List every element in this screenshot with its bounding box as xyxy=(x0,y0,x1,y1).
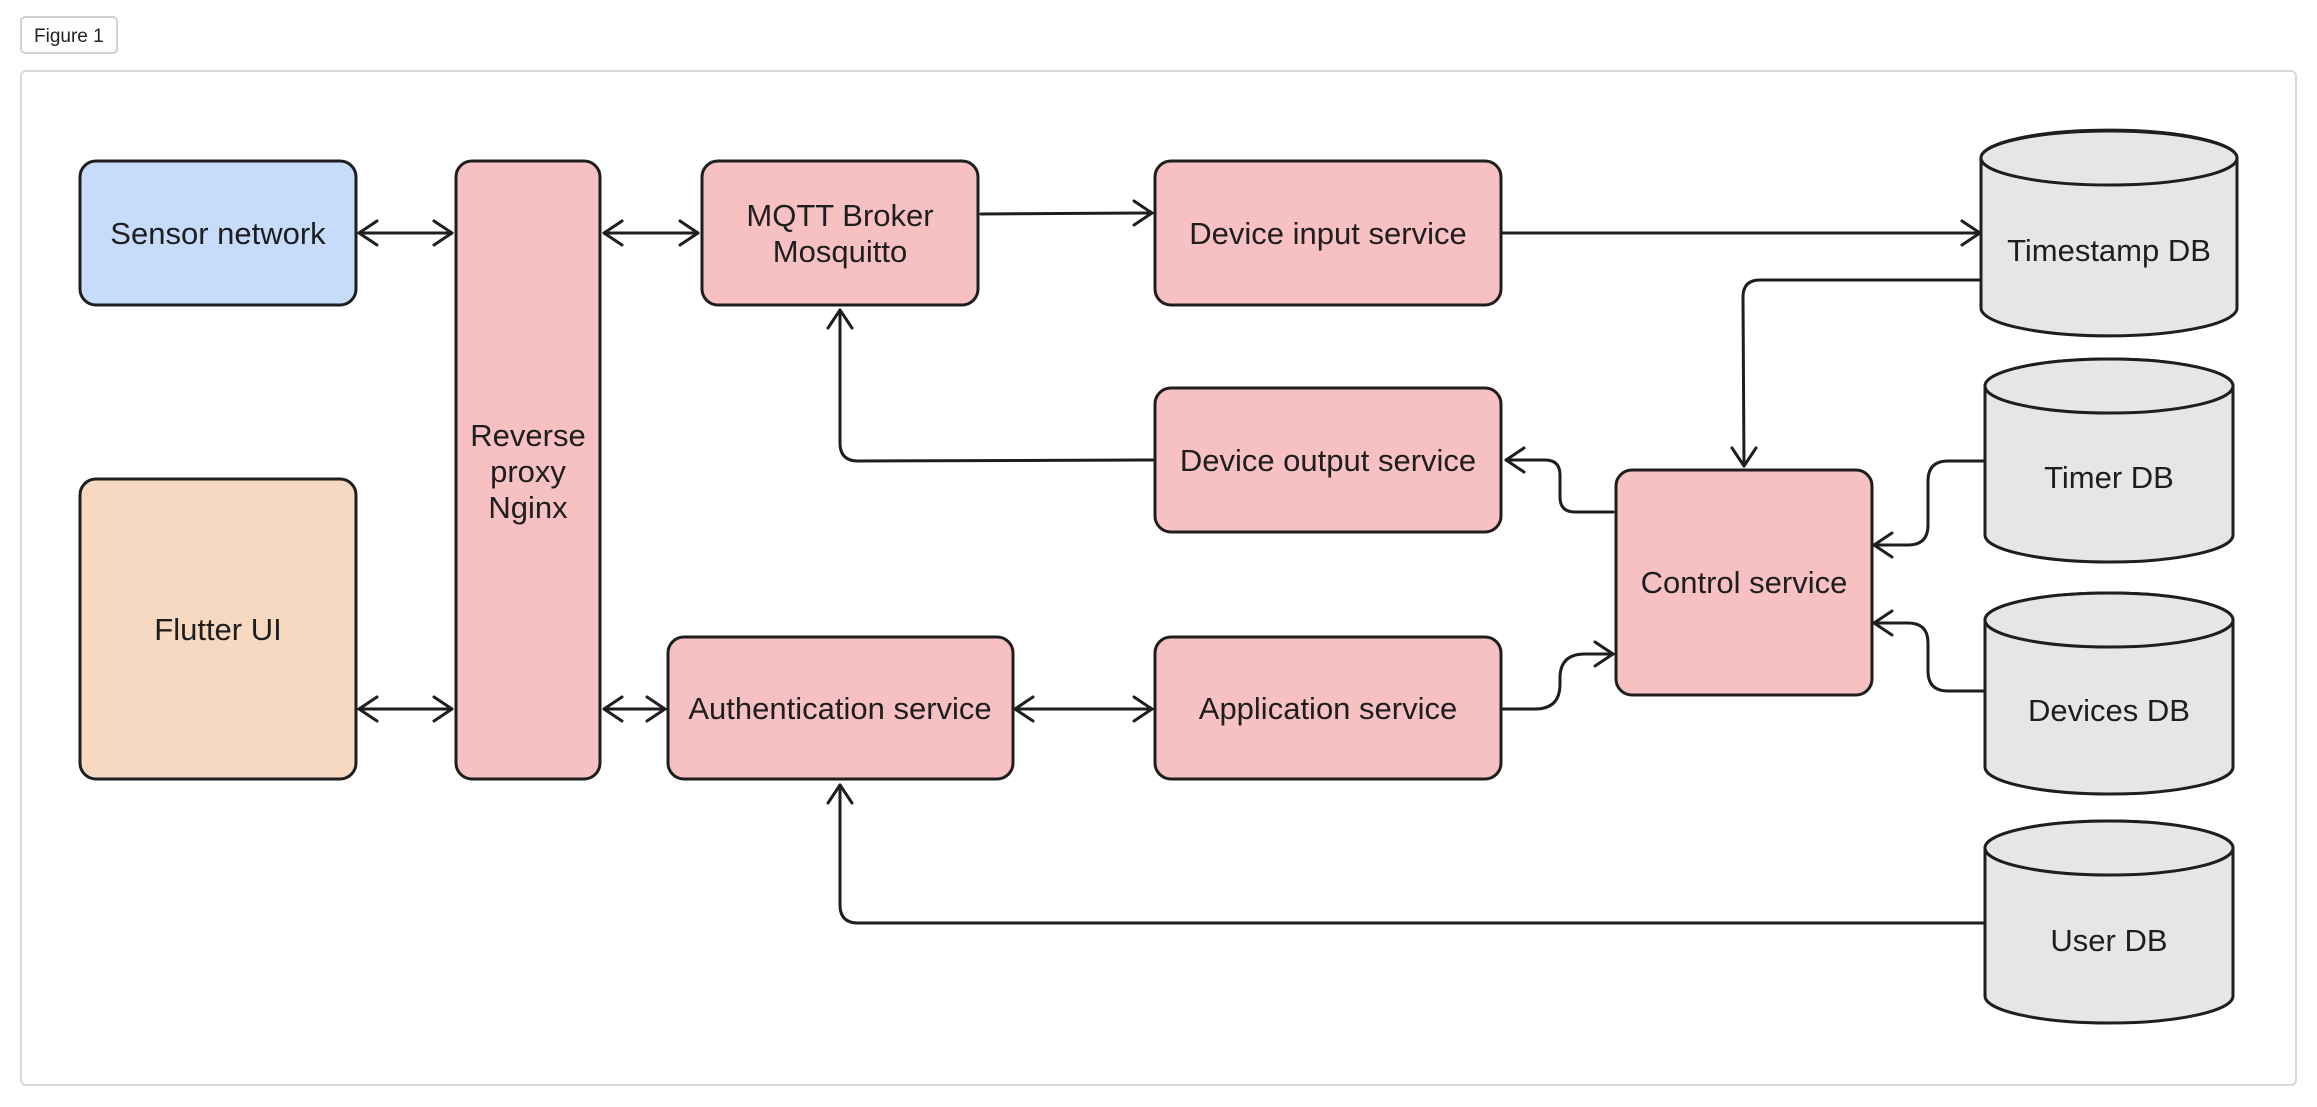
node-label: Reverse xyxy=(470,418,585,453)
node-label: Device input service xyxy=(1189,216,1466,251)
node-label: Authentication service xyxy=(688,691,991,726)
node-label: Timer DB xyxy=(2044,460,2174,495)
edges-layer xyxy=(357,211,1986,925)
arrowhead xyxy=(1132,199,1154,227)
node-box xyxy=(78,159,358,307)
arrowhead xyxy=(1013,695,1035,723)
edge-output-mqtt xyxy=(838,308,1156,463)
node-label: proxy xyxy=(490,454,566,489)
node-label: Timestamp DB xyxy=(2007,233,2211,268)
node-timer-db[interactable]: Timer DB xyxy=(1983,357,2235,564)
cylinder-top xyxy=(1983,357,2235,415)
figure-tab[interactable]: Figure 1 xyxy=(20,16,118,54)
arrowhead xyxy=(357,695,379,723)
node-box xyxy=(454,159,602,781)
node-label: Control service xyxy=(1641,565,1848,600)
node-label: MQTT Broker xyxy=(746,198,933,233)
arrowhead xyxy=(1872,609,1894,637)
edge-timestamp-control xyxy=(1741,278,1982,468)
edge-user-auth xyxy=(838,783,1986,925)
arrowhead xyxy=(1593,640,1615,668)
arrowhead xyxy=(678,219,700,247)
node-label: Flutter UI xyxy=(154,612,281,647)
arrowhead xyxy=(432,219,454,247)
node-device-input-service[interactable]: Device input service xyxy=(1153,159,1503,307)
cylinder-top xyxy=(1979,129,2239,187)
node-box xyxy=(666,635,1015,781)
arrowhead xyxy=(357,219,379,247)
node-label: Mosquitto xyxy=(773,234,907,269)
node-authentication-service[interactable]: Authentication service xyxy=(666,635,1015,781)
node-sensor-network[interactable]: Sensor network xyxy=(78,159,358,307)
edge-mqtt-input xyxy=(979,211,1154,216)
node-box xyxy=(700,159,980,307)
arrowhead xyxy=(826,308,854,330)
node-label: Devices DB xyxy=(2028,693,2190,728)
node-devices-db[interactable]: Devices DB xyxy=(1983,591,2235,796)
arrowhead xyxy=(1504,446,1526,474)
node-reverse-proxy[interactable]: Reverse proxy Nginx xyxy=(454,159,602,781)
node-label: Nginx xyxy=(488,490,568,525)
node-flutter-ui[interactable]: Flutter UI xyxy=(78,477,358,781)
node-label: Application service xyxy=(1199,691,1457,726)
node-label: User DB xyxy=(2050,923,2167,958)
arrowhead xyxy=(645,695,667,723)
arrowhead xyxy=(602,219,624,247)
arrowhead xyxy=(432,695,454,723)
edge-devices-control xyxy=(1872,621,1986,693)
node-user-db[interactable]: User DB xyxy=(1983,819,2235,1025)
arrowheads-layer xyxy=(357,199,1982,805)
arrowhead xyxy=(826,783,854,805)
cylinder-top xyxy=(1983,819,2235,877)
node-mqtt-broker[interactable]: MQTT Broker Mosquitto xyxy=(700,159,980,307)
arrowhead xyxy=(1730,446,1758,468)
node-box xyxy=(1614,468,1874,697)
node-box xyxy=(1153,159,1503,307)
node-box xyxy=(78,477,358,781)
edge-application-control xyxy=(1501,652,1615,711)
node-label: Device output service xyxy=(1180,443,1476,478)
node-box xyxy=(1153,635,1503,781)
cylinder-top xyxy=(1983,591,2235,649)
edge-timer-control xyxy=(1872,459,1986,547)
node-application-service[interactable]: Application service xyxy=(1153,635,1503,781)
node-control-service[interactable]: Control service xyxy=(1614,468,1874,697)
arrowhead xyxy=(602,695,624,723)
arrowhead xyxy=(1872,531,1894,559)
node-device-output-service[interactable]: Device output service xyxy=(1153,386,1503,534)
edge-control-output xyxy=(1504,458,1615,514)
node-box xyxy=(1153,386,1503,534)
diagram-frame xyxy=(20,70,2297,1086)
node-label: Sensor network xyxy=(110,216,326,251)
node-timestamp-db[interactable]: Timestamp DB xyxy=(1979,128,2239,338)
arrowhead xyxy=(1132,695,1154,723)
